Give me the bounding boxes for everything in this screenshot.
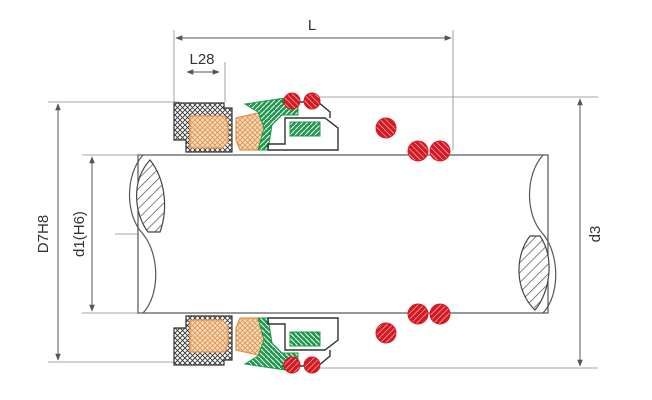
seat-orange-bottom	[189, 319, 229, 353]
shaft-body	[137, 154, 549, 314]
shaft-left-break	[128, 154, 157, 314]
dimension-lines	[55, 35, 583, 367]
label-d1-H6: d1(H6)	[71, 211, 88, 257]
spring-coil-bottom-2	[407, 303, 429, 325]
o-ring-top-2	[303, 92, 321, 110]
seat-orange-top	[189, 115, 229, 149]
spring-coil-bottom-1	[375, 322, 397, 344]
label-L: L	[308, 17, 316, 34]
drive-band-top	[267, 117, 339, 151]
spring-retainer-green-top	[289, 121, 321, 137]
spring-retainer-green-bottom	[289, 331, 321, 347]
label-L28: L28	[189, 51, 214, 68]
drive-band-bottom	[267, 317, 339, 351]
seal-assembly-bottom	[173, 303, 451, 374]
shaft-left-section	[136, 159, 166, 233]
o-ring-top-1	[283, 92, 301, 110]
spring-coil-top-2	[407, 140, 429, 162]
spring-coil-top-1	[375, 117, 397, 139]
shaft-right-break	[528, 154, 557, 314]
spring-coil-bottom-3	[429, 303, 451, 325]
spring-coil-top-3	[429, 140, 451, 162]
o-ring-bottom-1	[283, 356, 301, 374]
label-d3: d3	[587, 226, 604, 243]
shaft	[128, 154, 557, 314]
seal-assembly-top	[173, 92, 451, 162]
shaft-right-section	[518, 235, 550, 311]
label-D7H8: D7H8	[35, 215, 52, 253]
o-ring-bottom-2	[303, 356, 321, 374]
